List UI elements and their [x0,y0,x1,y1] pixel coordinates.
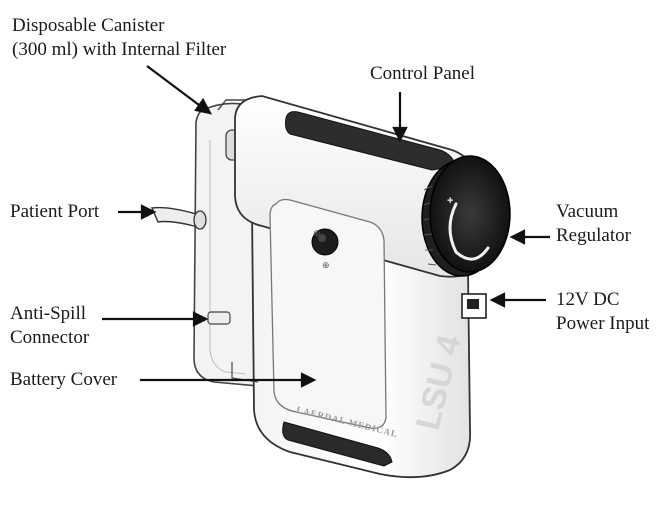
control-panel-label: Control Panel [370,62,475,86]
vacuum-regulator-label: Vacuum Regulator [556,200,631,248]
battery-cover-label: Battery Cover [10,368,117,392]
anti-spill-label-line2: Connector [10,326,89,350]
patient-port-label: Patient Port [10,200,99,224]
power-input-label-line2: Power Input [556,312,649,336]
vacuum-regulator-label-line2: Regulator [556,224,631,248]
canister-arrow [147,66,203,108]
canister-label: Disposable Canister (300 ml) with Intern… [12,14,226,62]
control-panel-label-line1: Control Panel [370,62,475,86]
vacuum-dial-face [430,156,510,272]
canister-label-line1: Disposable Canister [12,14,226,38]
power-input-label-line1: 12V DC [556,288,649,312]
dial-plus-symbol: + [447,195,453,207]
anti-spill-connector [208,312,230,324]
patient-port-label-line1: Patient Port [10,200,99,224]
power-input-label: 12V DC Power Input [556,288,649,336]
anti-spill-label: Anti-Spill Connector [10,302,89,350]
svg-text:⊕: ⊕ [322,260,330,270]
battery-cover-label-line1: Battery Cover [10,368,117,392]
canister-label-line2: (300 ml) with Internal Filter [12,38,226,62]
svg-text:⊕: ⊕ [313,228,321,238]
anti-spill-label-line1: Anti-Spill [10,302,89,326]
vacuum-regulator-label-line1: Vacuum [556,200,631,224]
